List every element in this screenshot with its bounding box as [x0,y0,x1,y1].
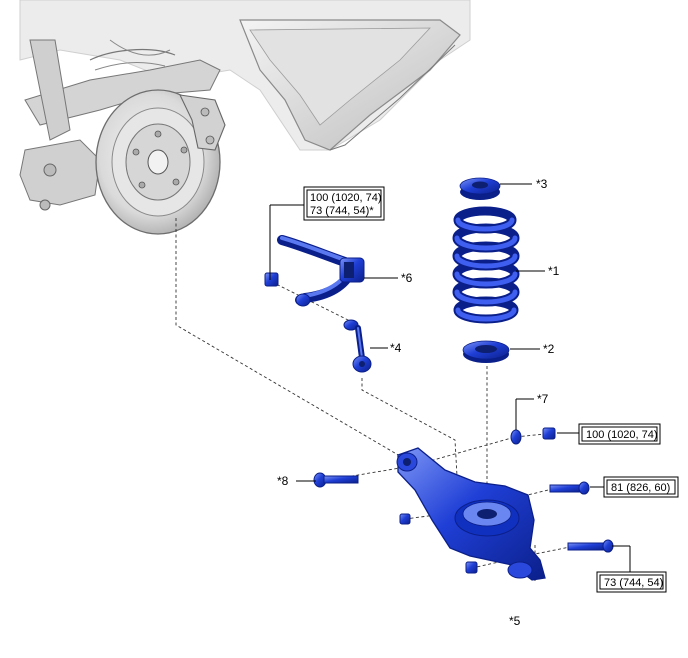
torque-stabilizer-line2: 73 (744, 54)* [310,205,374,217]
vehicle-brake-assembly [19,0,471,235]
arm-nut-inner [542,427,556,440]
lower-insulator [462,340,510,363]
label-washer: *7 [537,392,549,406]
leader-lines [269,183,631,572]
label-lower-insulator: *2 [543,342,555,356]
arm-bolt-middle [549,481,590,495]
torque-arm-middle: 81 (826, 60) [611,482,670,494]
torque-stabilizer-line1: 100 (1020, 74) [310,192,382,204]
stabilizer-nut [264,272,279,287]
arm-bolt-outer [567,539,614,553]
bolt [313,472,359,488]
label-stabilizer-link: *4 [390,341,402,355]
label-stabilizer-bar: *6 [401,271,413,285]
label-upper-insulator: *3 [536,177,548,191]
label-coil-spring: *1 [548,264,560,278]
torque-arm-outer: 73 (744, 54) [604,577,663,589]
coil-spring [452,206,520,324]
torque-box-arm-middle: 81 (826, 60) [603,476,679,498]
lower-arm [396,447,546,581]
label-lower-arm: *5 [509,614,521,628]
torque-box-arm-inner: 100 (1020, 74) [578,423,661,445]
torque-arm-inner: 100 (1020, 74) [586,429,658,441]
torque-box-stabilizer: 100 (1020, 74) 73 (744, 54)* [303,186,385,221]
torque-box-arm-outer: 73 (744, 54) [596,571,667,593]
arm-nut-bottom [465,561,478,574]
stabilizer-link [343,319,372,373]
part-labels: *3 *1 *2 *6 *4 *7 *8 *5 [277,177,560,628]
washer [510,429,522,445]
upper-insulator [459,177,501,200]
label-bolt: *8 [277,474,289,488]
stabilizer-bar [277,235,365,307]
arm-nut-left [399,513,411,525]
